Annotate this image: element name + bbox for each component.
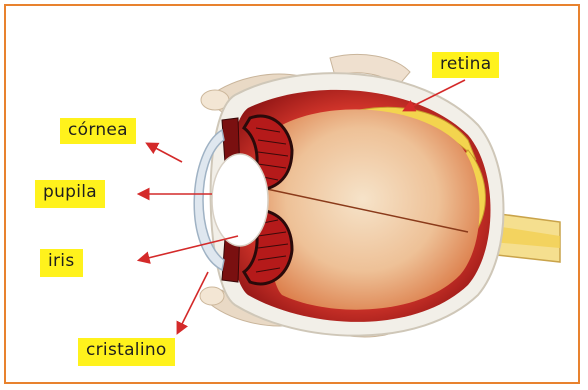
label-iris: iris [40, 249, 83, 277]
cornea-arrow [148, 144, 182, 162]
vitreous-body [267, 109, 480, 309]
label-cornea: córnea [60, 118, 136, 144]
label-retina: retina [432, 52, 499, 78]
label-pupila: pupila [35, 180, 105, 208]
label-cristalino: cristalino [78, 338, 175, 366]
crystalline-lens [212, 154, 268, 246]
